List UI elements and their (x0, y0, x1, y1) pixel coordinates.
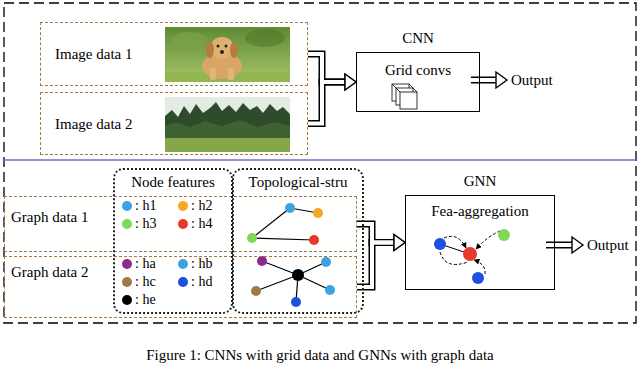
box-label: Node features (115, 173, 231, 191)
flow-arrow-fill (308, 82, 346, 124)
box-label: Image data 1 (55, 45, 132, 63)
legend-text: : h3 (135, 215, 156, 233)
output-label: Output (511, 71, 553, 89)
connector-outlines (308, 54, 395, 287)
color-swatch (178, 201, 188, 211)
legend-text: : he (135, 291, 156, 309)
connector-fills (308, 54, 395, 287)
image-data-box: Image data 1 (40, 22, 308, 86)
legend-text: : hb (191, 255, 212, 273)
image-data-box: Image data 2 (40, 92, 308, 155)
color-swatch (178, 259, 188, 269)
topology-graph (247, 203, 323, 245)
arrow-head (345, 74, 356, 90)
flow-arrow (308, 54, 346, 82)
output-label: Output (587, 236, 629, 254)
arrow-head (345, 74, 356, 90)
forest-photo (165, 97, 290, 152)
box-label: Grid convs (357, 61, 479, 79)
model-box: GNNFea-aggregation (405, 195, 555, 290)
box-heading: GNN (406, 172, 554, 190)
color-swatch (122, 259, 132, 269)
color-swatch (122, 277, 132, 287)
group-box: Topological-stru (232, 168, 364, 314)
output-arrow (546, 237, 583, 253)
aggregation-graph (434, 229, 510, 284)
box-label: Graph data 2 (11, 263, 88, 281)
box-heading: CNN (357, 29, 479, 47)
box-label: Fea-aggregation (406, 202, 554, 220)
color-swatch (122, 295, 132, 305)
legend-text: : h4 (191, 215, 212, 233)
arrow-head (394, 235, 405, 251)
legend-text: : h1 (135, 197, 156, 215)
color-swatch (178, 277, 188, 287)
figure-caption: Figure 1: CNNs with grid data and GNNs w… (0, 346, 640, 364)
flow-arrow-fill (308, 54, 346, 82)
box-label: Graph data 1 (11, 208, 88, 226)
color-swatch (122, 219, 132, 229)
color-swatch (122, 201, 132, 211)
arrow-heads (345, 74, 405, 251)
group-box: Node features (113, 168, 233, 314)
legend-text: : hc (135, 273, 156, 291)
color-swatch (178, 219, 188, 229)
legend-text: : ha (135, 255, 156, 273)
grid-conv-icon (392, 84, 417, 109)
flow-arrow (308, 82, 346, 124)
dog-photo (165, 27, 290, 82)
outer-frame (4, 3, 636, 323)
legend-text: : h2 (191, 197, 212, 215)
arrow-head (394, 235, 405, 251)
model-box: CNNGrid convs (356, 52, 480, 112)
box-label: Image data 2 (55, 115, 132, 133)
output-arrow (471, 72, 507, 88)
topology-graph (251, 256, 335, 307)
legend-text: : hd (191, 273, 212, 291)
box-label: Topological-stru (234, 173, 362, 191)
separator-line (4, 159, 636, 160)
